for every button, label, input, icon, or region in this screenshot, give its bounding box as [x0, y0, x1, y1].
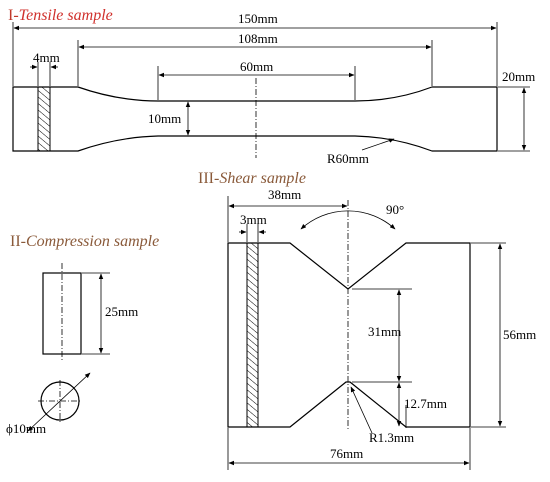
shear-r13-leader [350, 386, 373, 434]
tensile-60-label: 60mm [240, 59, 273, 74]
compression-title: II-Compression sample [10, 233, 159, 250]
shear-12-label: 12.7mm [404, 396, 447, 411]
shear-90-arc [300, 210, 396, 230]
shear-grip-hatch [246, 242, 259, 428]
tensile-20-label: 20mm [502, 69, 535, 84]
compression-diameter-leader [27, 372, 91, 432]
compression-title-numeral: II- [10, 233, 26, 250]
shear-38-label: 38mm [268, 187, 301, 202]
tensile-150-label: 150mm [238, 11, 278, 26]
tensile-title: I-Tensile sample [8, 7, 113, 24]
tensile-title-name: Tensile sample [19, 7, 113, 24]
tensile-108-label: 108mm [238, 31, 278, 46]
compression-diameter-label: ϕ10mm [6, 421, 46, 436]
shear-r13-label: R1.3mm [369, 430, 414, 445]
shear-3-label: 3mm [240, 212, 267, 227]
compression-sample: 25mm ϕ10mm [6, 263, 138, 436]
shear-title: III-Shear sample [198, 170, 306, 187]
tensile-title-numeral: I- [8, 7, 19, 24]
shear-title-name: Shear sample [219, 170, 306, 187]
tensile-r60-label: R60mm [327, 151, 369, 166]
shear-90-label: 90° [386, 202, 404, 217]
tensile-outline [12, 86, 498, 152]
tensile-10-label: 10mm [148, 111, 181, 126]
tensile-r60-leader [361, 138, 395, 151]
shear-outline [227, 242, 471, 428]
shear-76-label: 76mm [330, 446, 363, 461]
tensile-grip-hatch [37, 86, 51, 152]
compression-25-label: 25mm [105, 304, 138, 319]
shear-56-label: 56mm [503, 327, 536, 342]
shear-sample: 38mm 90° 3mm 31mm 56mm 12.7mm R1.3mm 76m… [227, 187, 536, 470]
shear-title-numeral: III- [198, 170, 219, 187]
compression-title-name: Compression sample [26, 233, 159, 250]
shear-31-label: 31mm [368, 324, 401, 339]
tensile-sample: 150mm 108mm 60mm 4mm 20mm 10mm R60mm [12, 11, 535, 166]
tensile-4-label: 4mm [33, 50, 60, 65]
